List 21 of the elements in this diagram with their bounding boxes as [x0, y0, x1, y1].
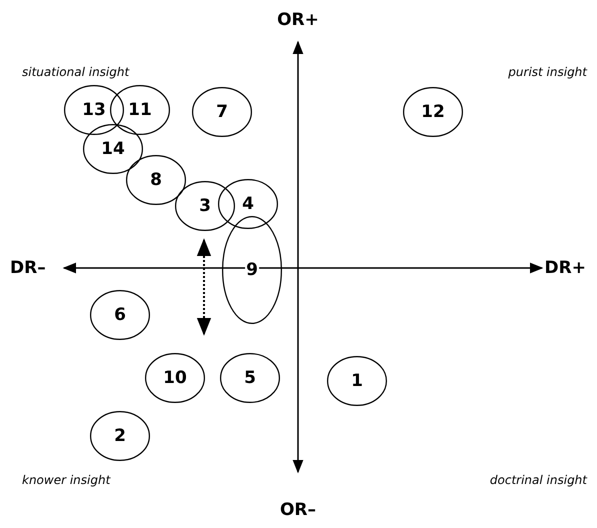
number-label: 11: [128, 100, 152, 120]
number-label: 8: [150, 170, 162, 190]
number-label: 7: [216, 102, 228, 122]
number-label: 12: [421, 102, 445, 122]
axis-label: DR+: [544, 258, 586, 278]
number-label: 10: [163, 368, 187, 388]
quadrant-label: doctrinal insight: [490, 473, 587, 487]
number-label: 4: [242, 194, 254, 214]
number-label: 1: [351, 371, 363, 391]
axis-label: OR+: [277, 10, 319, 30]
axis-label: OR–: [280, 500, 316, 520]
quadrant-label: knower insight: [22, 473, 110, 487]
number-label: 6: [114, 305, 126, 325]
number-label: 14: [101, 139, 125, 159]
quadrant-label: purist insight: [508, 65, 587, 79]
number-label: 13: [82, 100, 106, 120]
axis-label: DR–: [10, 258, 46, 278]
number-label: 5: [244, 368, 256, 388]
quadrant-label: situational insight: [22, 65, 130, 79]
number-label: 2: [114, 426, 126, 446]
number-label: 3: [199, 196, 211, 216]
